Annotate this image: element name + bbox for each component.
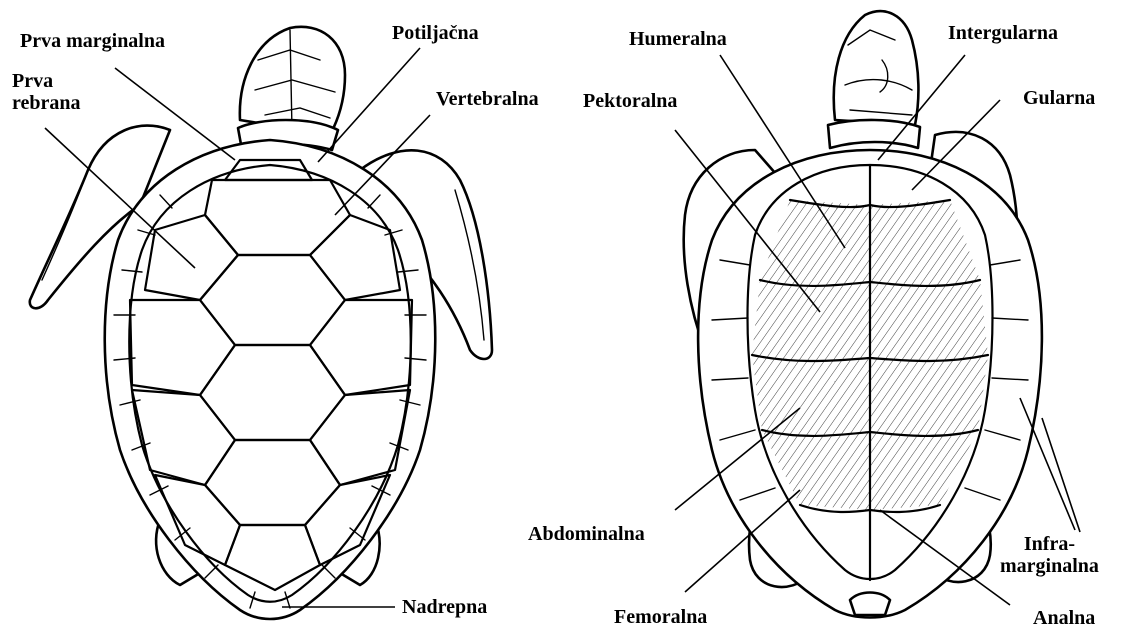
label-prva-rebrana: Prva rebrana	[12, 70, 81, 114]
dorsal-turtle-illustration	[30, 27, 492, 619]
label-pektoralna: Pektoralna	[583, 90, 677, 112]
label-intergularna: Intergularna	[948, 22, 1058, 44]
label-analna: Analna	[1033, 607, 1095, 629]
leader-infra-marginalna-1	[1020, 398, 1075, 530]
label-infra-marginalna: Infra- marginalna	[1000, 533, 1099, 577]
label-potiljacna: Potiljačna	[392, 22, 479, 44]
label-prva-marginalna: Prva marginalna	[20, 30, 165, 52]
leader-infra-marginalna-2	[1042, 418, 1080, 532]
label-vertebralna: Vertebralna	[436, 88, 539, 110]
label-nadrepna: Nadrepna	[402, 596, 487, 618]
label-abdominalna: Abdominalna	[528, 523, 645, 545]
label-gularna: Gularna	[1023, 87, 1095, 109]
label-femoralna: Femoralna	[614, 606, 707, 628]
ventral-turtle-illustration	[684, 11, 1042, 617]
label-humeralna: Humeralna	[629, 28, 727, 50]
